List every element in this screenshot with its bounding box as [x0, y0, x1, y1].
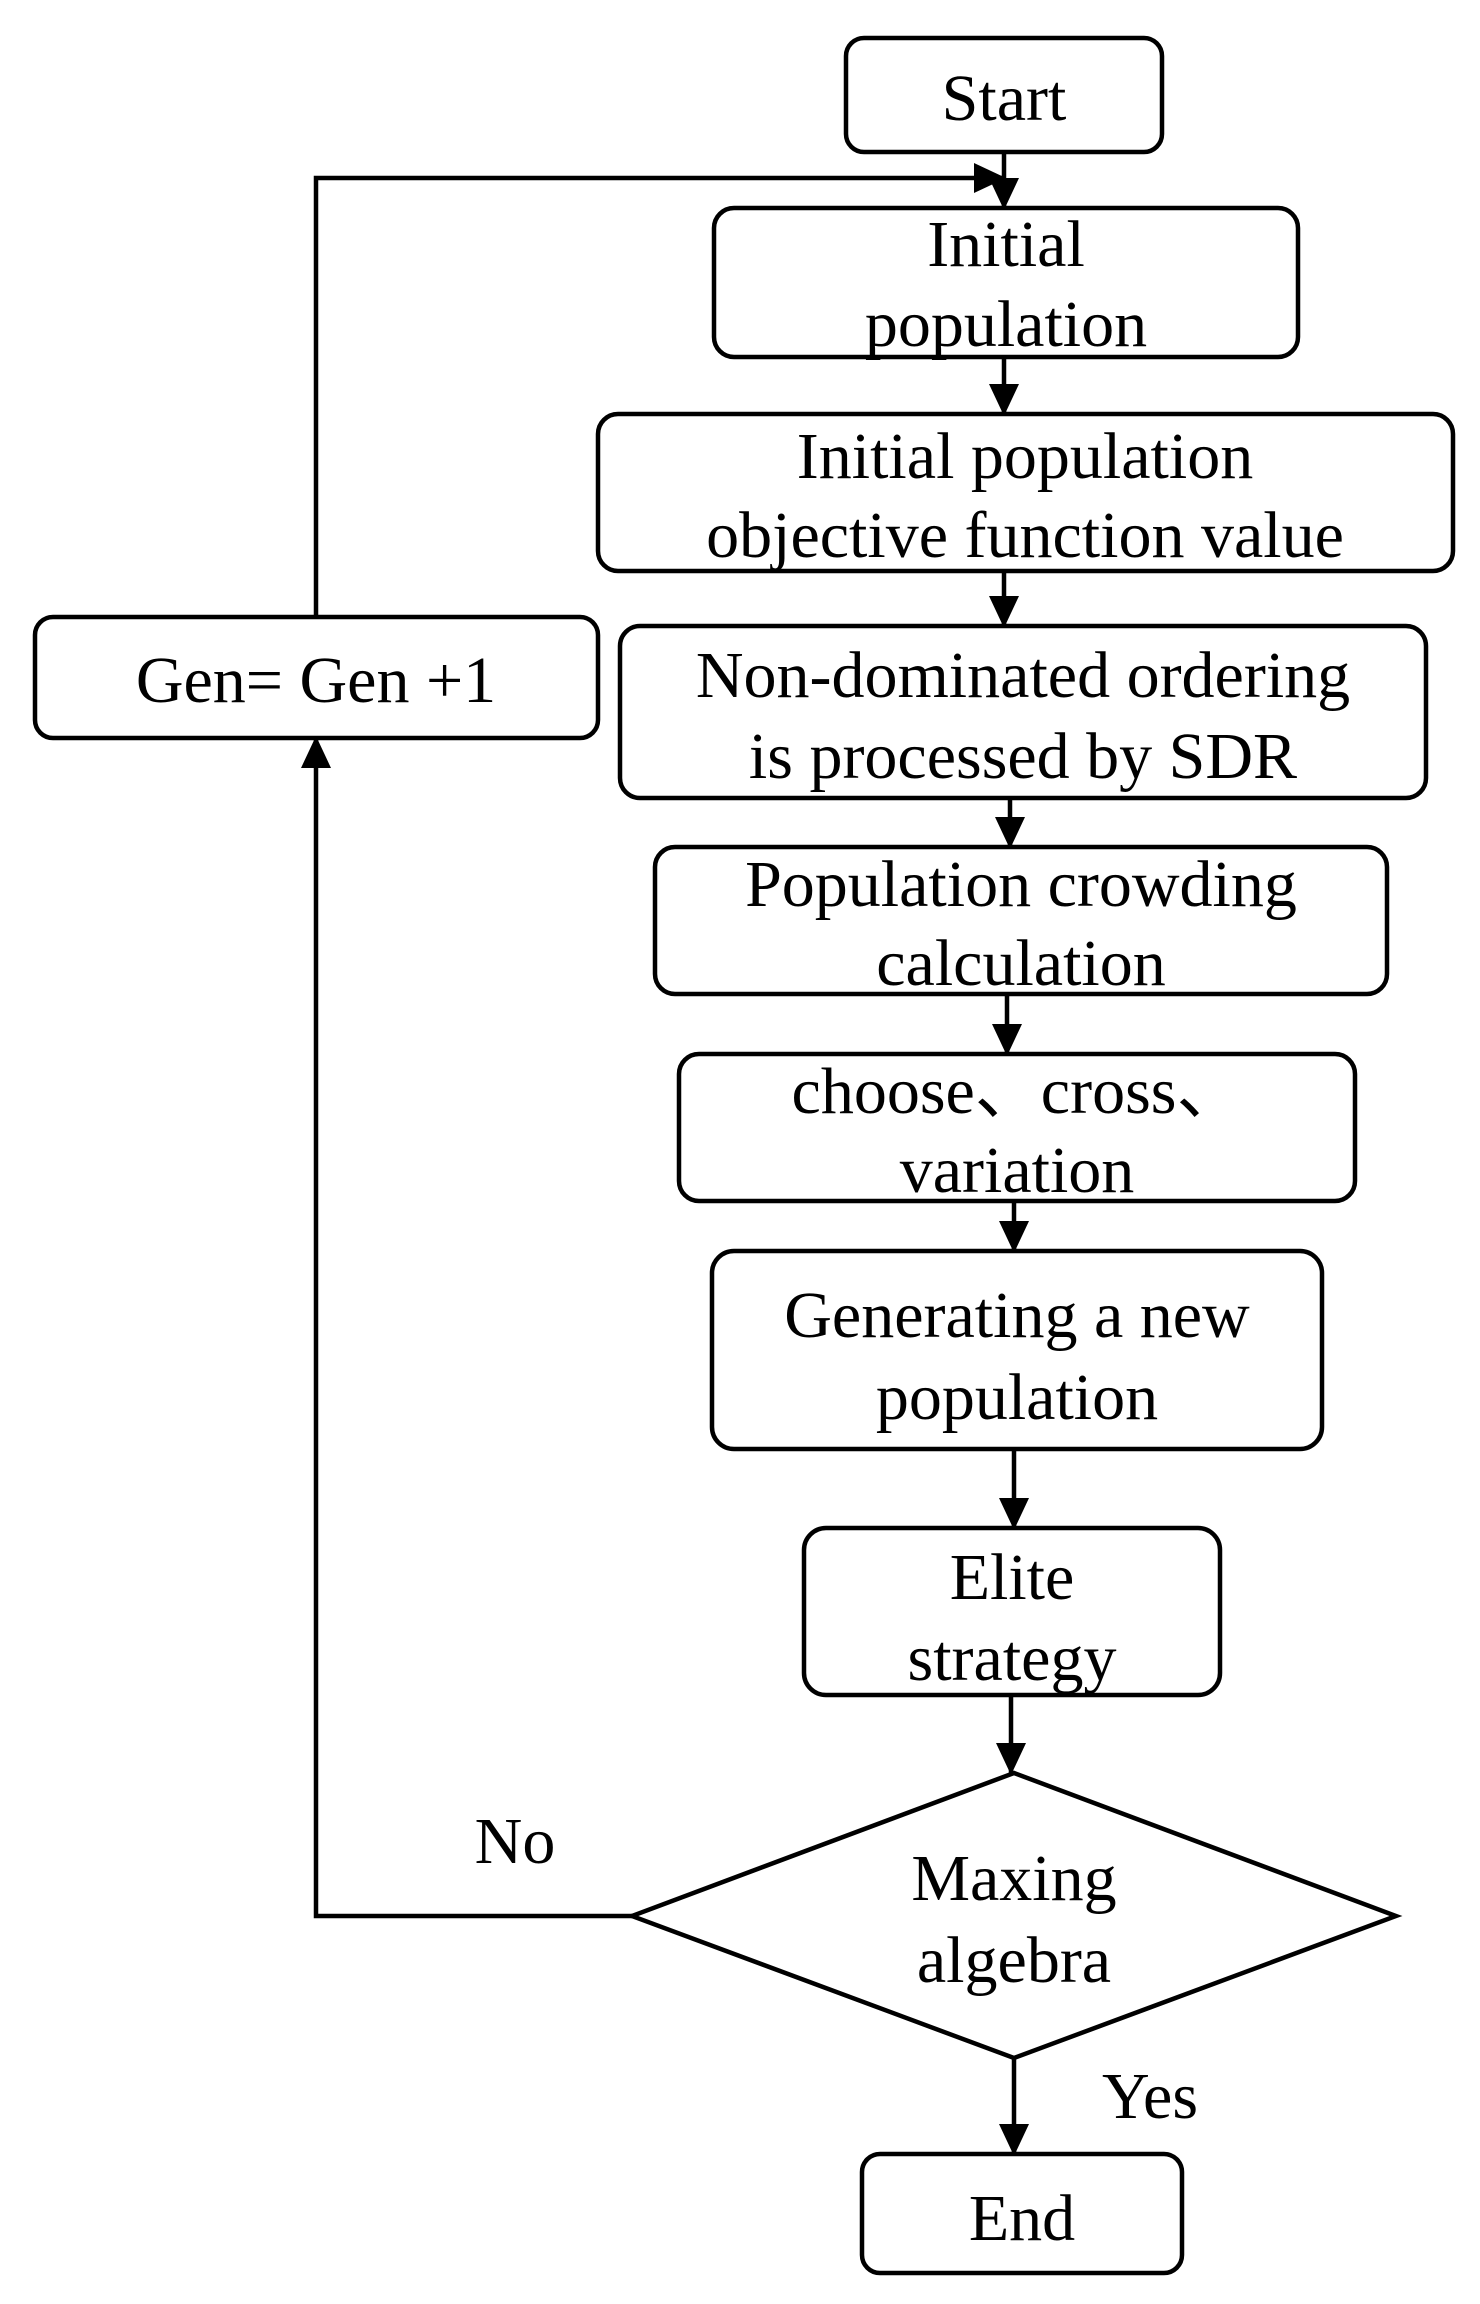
node-decision-line-1: Maxing: [911, 1842, 1116, 1915]
node-start-line-1: Start: [942, 62, 1067, 135]
node-elite: Elite strategy: [801, 1525, 1223, 1698]
node-initial-population-line-2: population: [865, 288, 1147, 361]
node-end-line-1: End: [969, 2182, 1075, 2255]
node-increment-line-1: Gen= Gen +1: [136, 644, 496, 717]
node-new-population: Generating a new population: [709, 1248, 1325, 1452]
node-crowding-line-2: calculation: [876, 927, 1166, 1000]
node-end: End: [859, 2151, 1185, 2276]
node-crowding: Population crowding calculation: [652, 844, 1390, 1000]
edge-decision-to-increment: [301, 736, 632, 1919]
edge-loop-to-initial-population: [313, 163, 1006, 617]
node-increment: Gen= Gen +1: [32, 614, 601, 741]
node-non-dominated: Non-dominated ordering is processed by S…: [617, 623, 1429, 801]
node-crowding-line-1: Population crowding: [745, 848, 1297, 921]
edge-label-yes: Yes: [1102, 2060, 1198, 2133]
node-operators: choose、cross、 variation: [676, 1051, 1358, 1207]
node-decision: Maxing algebra: [625, 1770, 1403, 2061]
node-non-dominated-line-1: Non-dominated ordering: [696, 639, 1350, 712]
node-objective-value: Initial population objective function va…: [595, 411, 1456, 574]
connectors: [301, 152, 1029, 2156]
node-elite-line-2: strategy: [908, 1622, 1117, 1695]
node-initial-population-line-1: Initial: [927, 208, 1085, 281]
node-non-dominated-line-2: is processed by SDR: [749, 720, 1297, 793]
node-elite-line-1: Elite: [950, 1541, 1075, 1614]
node-start: Start: [843, 35, 1165, 155]
node-objective-value-line-1: Initial population: [797, 420, 1253, 493]
edge-label-no: No: [475, 1805, 556, 1878]
node-operators-line-1: choose、cross、: [792, 1055, 1243, 1128]
node-operators-line-2: variation: [900, 1134, 1135, 1207]
node-new-population-line-1: Generating a new: [784, 1279, 1250, 1352]
node-decision-line-2: algebra: [917, 1924, 1111, 1997]
node-initial-population: Initial population: [711, 205, 1301, 361]
node-new-population-line-2: population: [876, 1361, 1158, 1434]
node-objective-value-line-2: objective function value: [706, 499, 1344, 572]
